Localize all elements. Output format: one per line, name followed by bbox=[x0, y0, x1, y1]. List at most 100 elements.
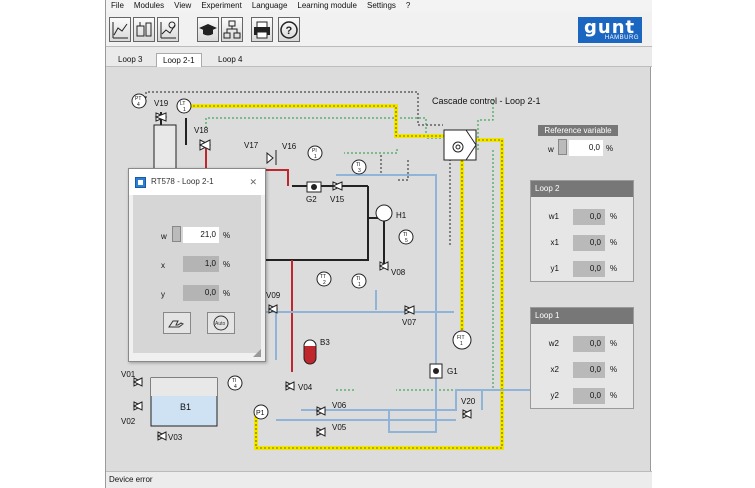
svg-text:5: 5 bbox=[405, 238, 408, 244]
h1-label: H1 bbox=[396, 211, 407, 220]
svg-text:1: 1 bbox=[183, 107, 186, 113]
printer-icon bbox=[254, 21, 270, 39]
g1-label: G1 bbox=[447, 367, 458, 376]
reference-spinner[interactable] bbox=[558, 139, 567, 155]
loop-2-panel: Loop 2 w1 0,0 % x1 0,0 % y1 0,0 % bbox=[530, 180, 634, 282]
ti-4-tag: TI bbox=[232, 378, 236, 384]
ti-1-tag: TI bbox=[356, 276, 360, 282]
v16-label: V16 bbox=[282, 142, 297, 151]
toolbar: ? gunt HAMBURG bbox=[106, 12, 652, 47]
dialog-w-label: w bbox=[161, 232, 167, 241]
v03-label: V03 bbox=[168, 433, 183, 442]
process-schematic-button[interactable] bbox=[133, 17, 155, 42]
gunt-logo: gunt HAMBURG bbox=[578, 17, 642, 43]
v04-label: V04 bbox=[298, 383, 313, 392]
svg-text:1: 1 bbox=[460, 341, 463, 347]
v07-label: V07 bbox=[402, 318, 417, 327]
v06-label: V06 bbox=[332, 401, 347, 410]
dialog-w-field[interactable]: 21,0 bbox=[183, 227, 219, 243]
v18-label: V18 bbox=[194, 126, 209, 135]
analysis-button[interactable] bbox=[157, 17, 179, 42]
svg-text:4: 4 bbox=[234, 384, 237, 390]
dialog-title: RT578 - Loop 2-1 bbox=[151, 177, 214, 186]
process-schematic-icon bbox=[136, 22, 152, 37]
v08-label: V08 bbox=[391, 268, 406, 277]
graduation-cap-icon bbox=[199, 24, 217, 36]
v15-label: V15 bbox=[330, 195, 345, 204]
b3-label: B3 bbox=[320, 338, 330, 347]
v17-label: V17 bbox=[244, 141, 259, 150]
dialog-w-spinner[interactable] bbox=[172, 226, 181, 242]
ti-5-tag: TI bbox=[403, 232, 407, 238]
learning-module-button[interactable] bbox=[197, 17, 219, 42]
time-chart-icon bbox=[112, 22, 128, 39]
v09-label: V09 bbox=[266, 291, 281, 300]
tt-2-tag: TT bbox=[320, 274, 326, 280]
app-icon bbox=[135, 177, 146, 188]
reference-unit: % bbox=[606, 144, 614, 153]
menu-view[interactable]: View bbox=[174, 1, 192, 10]
reference-w-field[interactable]: 0,0 bbox=[569, 140, 603, 156]
network-icon bbox=[223, 20, 241, 39]
v05-label: V05 bbox=[332, 423, 347, 432]
print-button[interactable] bbox=[251, 17, 273, 42]
hand-icon bbox=[168, 320, 184, 328]
manual-mode-button[interactable] bbox=[163, 312, 191, 334]
network-button[interactable] bbox=[221, 17, 243, 42]
v20-label: V20 bbox=[461, 397, 476, 406]
controller-dialog[interactable]: RT578 - Loop 2-1 ✕ w 21,0 % x 1,0 % y 0,… bbox=[128, 168, 266, 362]
tab-loop-4[interactable]: Loop 4 bbox=[218, 55, 243, 64]
analysis-icon bbox=[160, 21, 176, 39]
svg-text:1: 1 bbox=[314, 154, 317, 160]
resize-grip-icon[interactable] bbox=[253, 349, 261, 357]
v02-label: V02 bbox=[121, 417, 136, 426]
dialog-body: w 21,0 % x 1,0 % y 0,0 % Auto bbox=[133, 195, 261, 353]
svg-text:2: 2 bbox=[323, 280, 326, 286]
svg-text:1: 1 bbox=[358, 282, 361, 288]
app-window: File Modules View Experiment Language Le… bbox=[105, 0, 652, 488]
menu-modules[interactable]: Modules bbox=[133, 1, 165, 10]
loop-1-panel: Loop 1 w2 0,0 % x2 0,0 % y2 0,0 % bbox=[530, 307, 634, 409]
menu-file[interactable]: File bbox=[111, 1, 124, 10]
loop-1-title: Loop 1 bbox=[531, 308, 633, 324]
close-icon[interactable]: ✕ bbox=[249, 177, 257, 187]
tab-loop-2-1[interactable]: Loop 2-1 bbox=[156, 53, 202, 67]
dialog-y-unit: % bbox=[223, 289, 231, 298]
p1-label: P1 bbox=[256, 410, 265, 417]
menu-learning-module[interactable]: Learning module bbox=[297, 1, 358, 10]
tab-bar: Loop 3 Loop 2-1 Loop 4 bbox=[106, 47, 652, 67]
dialog-x-label: x bbox=[161, 261, 165, 270]
dialog-w-unit: % bbox=[223, 231, 231, 240]
dialog-x-unit: % bbox=[223, 260, 231, 269]
loop-2-title: Loop 2 bbox=[531, 181, 633, 197]
reference-variable-panel: Reference variable w 0,0 % bbox=[538, 125, 618, 163]
svg-text:3: 3 bbox=[358, 168, 361, 174]
svg-text:Auto: Auto bbox=[215, 321, 226, 327]
menu-bar: File Modules View Experiment Language Le… bbox=[106, 0, 652, 12]
dialog-x-value: 1,0 bbox=[183, 256, 219, 272]
pt-4-tag: PT bbox=[135, 96, 141, 102]
help-button[interactable]: ? bbox=[278, 17, 300, 42]
auto-mode-icon: Auto bbox=[213, 315, 229, 331]
v19-label: V19 bbox=[154, 99, 169, 108]
time-chart-button[interactable] bbox=[109, 17, 131, 42]
dialog-y-label: y bbox=[161, 290, 165, 299]
fit-1-tag: FIT bbox=[457, 335, 465, 341]
g2-label: G2 bbox=[306, 195, 317, 204]
lt-1-tag: LT bbox=[180, 101, 185, 107]
reference-variable-title: Reference variable bbox=[538, 125, 618, 136]
menu-help[interactable]: ? bbox=[405, 1, 411, 10]
ti-3-tag: TI bbox=[356, 162, 360, 168]
menu-language[interactable]: Language bbox=[251, 1, 288, 10]
tab-loop-3[interactable]: Loop 3 bbox=[118, 55, 143, 64]
menu-settings[interactable]: Settings bbox=[367, 1, 396, 10]
status-bar: Device error bbox=[106, 471, 652, 488]
diagram-title: Cascade control - Loop 2-1 bbox=[432, 96, 541, 106]
dialog-title-bar[interactable]: RT578 - Loop 2-1 ✕ bbox=[129, 169, 265, 195]
svg-text:?: ? bbox=[286, 25, 293, 37]
process-diagram: PT 4 LT 1 PI 1 TI 3 TI 5 TT 2 TI 1 TI 4 … bbox=[121, 91, 586, 450]
menu-experiment[interactable]: Experiment bbox=[201, 1, 242, 10]
v01-label: V01 bbox=[121, 370, 136, 379]
b1-label: B1 bbox=[180, 402, 191, 412]
auto-mode-button[interactable]: Auto bbox=[207, 312, 235, 334]
